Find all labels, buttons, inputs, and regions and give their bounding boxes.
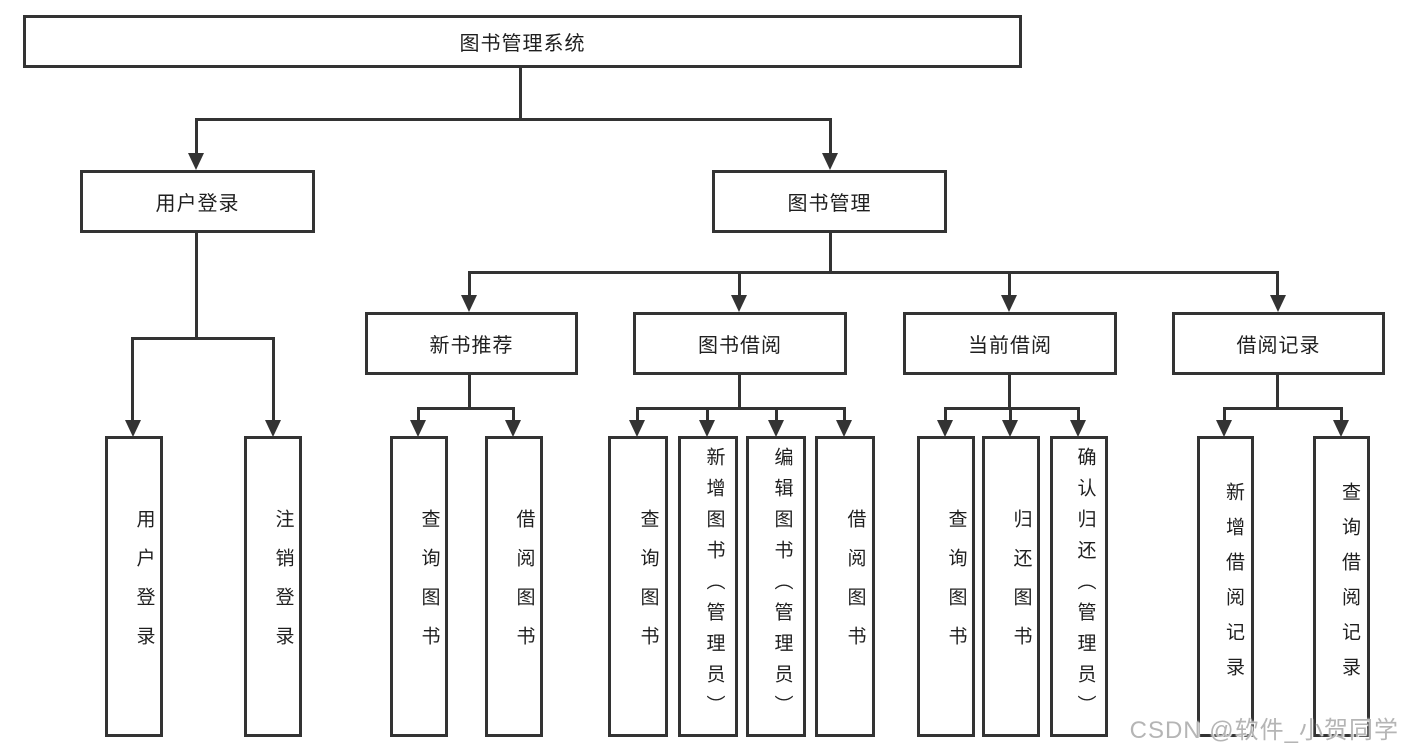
connector-book-borrow-branch [636, 407, 846, 410]
connector-new-book-stem [468, 375, 471, 410]
connector-drop-current-borrow [1008, 271, 1011, 298]
leaf-borrow-query-label: 查询图书 [637, 508, 659, 665]
arrow-leaf-logout [265, 420, 281, 437]
node-current-borrow-label: 当前借阅 [968, 335, 1052, 357]
arrow-g3-3 [768, 420, 784, 437]
node-book-management-label: 图书管理 [787, 193, 872, 215]
leaf-record-query-label: 查询借阅记录 [1339, 481, 1360, 692]
leaf-record-add-label: 新增借阅记录 [1223, 481, 1244, 692]
arrow-g2-1 [410, 420, 426, 437]
arrow-current-borrow [1001, 295, 1017, 312]
leaf-record-add: 新增借阅记录 [1197, 436, 1254, 737]
arrow-borrow-record [1270, 295, 1286, 312]
arrow-book-borrow [731, 295, 747, 312]
leaf-newbook-query: 查询图书 [390, 436, 448, 737]
connector-drop-g2-2 [512, 407, 515, 423]
connector-book-management-stem [829, 233, 832, 274]
leaf-current-return-label: 归还图书 [1010, 508, 1032, 665]
node-book-borrow-label: 图书借阅 [698, 335, 782, 357]
connector-root-stem [519, 68, 522, 121]
node-borrow-record: 借阅记录 [1172, 312, 1385, 375]
connector-drop-g5-1 [1223, 407, 1226, 423]
arrow-g4-3 [1070, 420, 1086, 437]
arrow-user-login [188, 153, 204, 170]
csdn-watermark: CSDN @软件_小贺同学 [1129, 717, 1399, 744]
leaf-borrow-add-admin: 新增图书（管理员） [678, 436, 738, 737]
connector-drop-user-login [195, 118, 198, 155]
leaf-borrow-edit-admin: 编辑图书（管理员） [746, 436, 806, 737]
connector-borrow-record-branch [1223, 407, 1343, 410]
connector-drop-g4-1 [944, 407, 947, 423]
connector-current-borrow-stem [1008, 375, 1011, 410]
connector-new-book-branch [417, 407, 515, 410]
connector-drop-book-management [829, 118, 832, 155]
leaf-logout-label: 注销登录 [272, 508, 294, 665]
leaf-borrow-query: 查询图书 [608, 436, 668, 737]
node-new-book-recommend: 新书推荐 [365, 312, 578, 375]
connector-drop-g3-1 [636, 407, 639, 423]
leaf-current-return: 归还图书 [982, 436, 1040, 737]
arrow-g5-1 [1216, 420, 1232, 437]
connector-user-login-branch [131, 337, 275, 340]
node-book-management: 图书管理 [712, 170, 947, 233]
connector-drop-g2-1 [417, 407, 420, 423]
leaf-newbook-query-label: 查询图书 [418, 508, 440, 665]
connector-user-login-stem [195, 233, 198, 339]
node-user-login: 用户登录 [80, 170, 315, 233]
leaf-newbook-borrow: 借阅图书 [485, 436, 543, 737]
connector-level3-branch [468, 271, 1279, 274]
connector-drop-leaf-logout [272, 337, 275, 421]
connector-drop-book-borrow [738, 271, 741, 298]
connector-drop-borrow-record [1276, 271, 1279, 298]
node-root: 图书管理系统 [23, 15, 1022, 68]
arrow-g3-1 [629, 420, 645, 437]
node-borrow-record-label: 借阅记录 [1236, 335, 1321, 357]
leaf-current-confirm-admin: 确认归还（管理员） [1050, 436, 1108, 737]
arrow-book-management [822, 153, 838, 170]
arrow-g3-2 [699, 420, 715, 437]
leaf-borrow-edit-admin-label: 编辑图书（管理员） [771, 447, 793, 726]
connector-drop-g3-3 [775, 407, 778, 423]
node-new-book-recommend-label: 新书推荐 [429, 335, 514, 357]
connector-drop-g4-3 [1077, 407, 1080, 423]
connector-drop-g5-2 [1340, 407, 1343, 423]
leaf-current-confirm-admin-label: 确认归还（管理员） [1074, 447, 1096, 726]
connector-book-borrow-stem [738, 375, 741, 410]
connector-drop-g3-4 [843, 407, 846, 423]
node-root-label: 图书管理系统 [459, 33, 586, 55]
connector-level2-branch [195, 118, 832, 121]
connector-borrow-record-stem [1276, 375, 1279, 410]
leaf-newbook-borrow-label: 借阅图书 [513, 508, 535, 665]
arrow-g3-4 [836, 420, 852, 437]
leaf-borrow-book-label: 借阅图书 [844, 508, 866, 665]
leaf-logout: 注销登录 [244, 436, 302, 737]
arrow-g4-1 [937, 420, 953, 437]
connector-current-borrow-branch [944, 407, 1080, 410]
leaf-current-query-label: 查询图书 [945, 508, 967, 665]
arrow-g5-2 [1333, 420, 1349, 437]
node-current-borrow: 当前借阅 [903, 312, 1117, 375]
leaf-user-login-label: 用户登录 [133, 508, 155, 665]
connector-drop-leaf-login [131, 337, 134, 421]
leaf-current-query: 查询图书 [917, 436, 975, 737]
leaf-record-query: 查询借阅记录 [1313, 436, 1370, 737]
connector-drop-new-book [468, 271, 471, 298]
connector-drop-g4-2 [1009, 407, 1012, 423]
connector-drop-g3-2 [706, 407, 709, 423]
arrow-leaf-login [125, 420, 141, 437]
leaf-user-login: 用户登录 [105, 436, 163, 737]
node-book-borrow: 图书借阅 [633, 312, 847, 375]
arrow-g2-2 [505, 420, 521, 437]
node-user-login-label: 用户登录 [155, 193, 240, 215]
leaf-borrow-add-admin-label: 新增图书（管理员） [703, 447, 725, 726]
leaf-borrow-book: 借阅图书 [815, 436, 875, 737]
arrow-g4-2 [1002, 420, 1018, 437]
arrow-new-book [461, 295, 477, 312]
